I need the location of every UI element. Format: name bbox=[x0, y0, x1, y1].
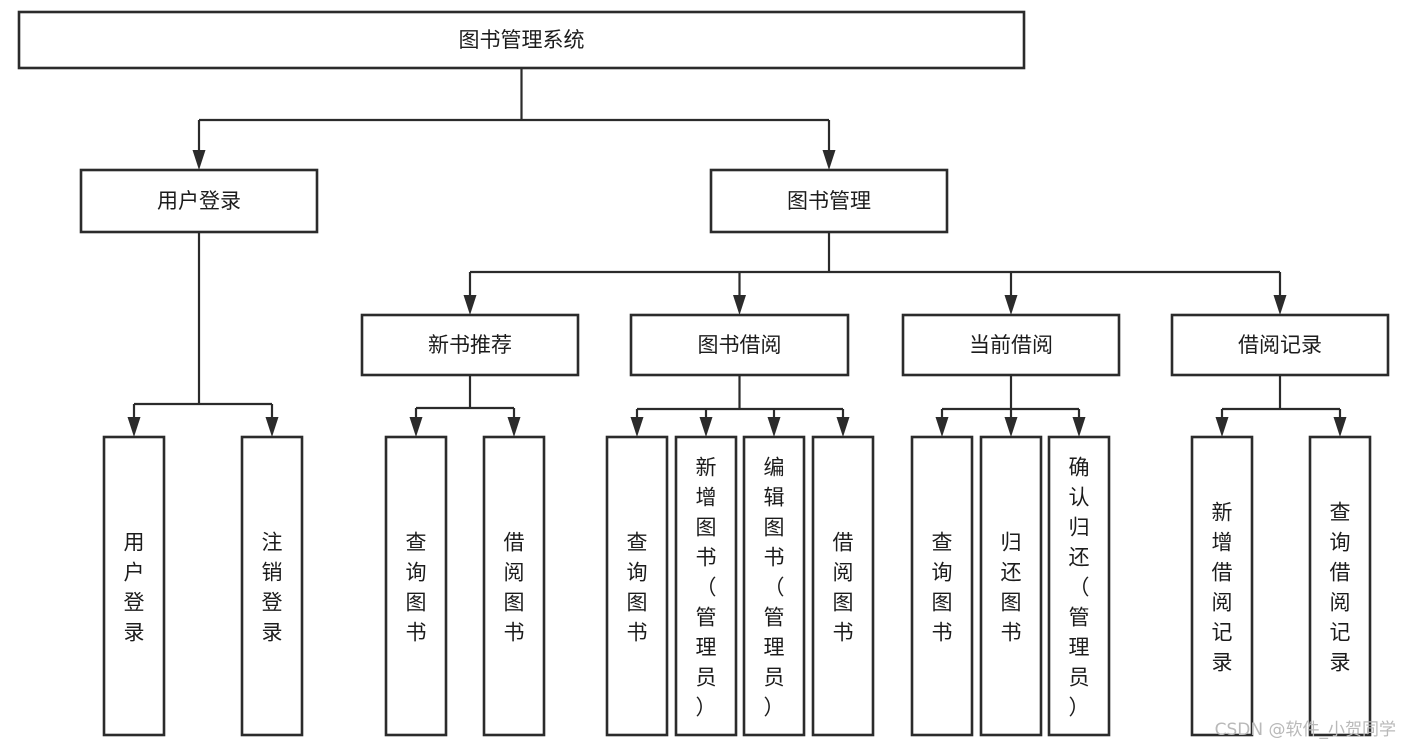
node-box-leaf-borrow-book bbox=[811, 435, 875, 737]
node-label-current-borrow: 当前借阅 bbox=[969, 333, 1053, 357]
node-box-book-manage bbox=[709, 168, 949, 234]
node-box-borrow-record bbox=[1170, 313, 1390, 377]
node-leaf-edit-book[interactable]: 编辑图书（管理员） bbox=[742, 435, 806, 737]
node-label-book-manage: 图书管理 bbox=[787, 189, 871, 213]
node-box-leaf-add-record bbox=[1190, 435, 1254, 737]
conn-new-book-rec-arrow-0 bbox=[409, 417, 423, 437]
node-label-user-login: 用户登录 bbox=[157, 189, 241, 213]
node-leaf-user-login[interactable]: 用户登录 bbox=[102, 435, 166, 737]
node-leaf-confirm-return[interactable]: 确认归还（管理员） bbox=[1047, 435, 1111, 737]
conn-book-borrow-arrow-2 bbox=[767, 417, 781, 437]
node-leaf-query-book-cur[interactable]: 查询图书 bbox=[910, 435, 974, 737]
node-label-leaf-add-record: 新增借阅记录 bbox=[1212, 500, 1233, 674]
csdn-watermark: CSDN @软件_小贺同学 bbox=[1215, 720, 1396, 740]
node-box-leaf-query-book-borrow bbox=[605, 435, 669, 737]
conn-user-login-arrow-1 bbox=[265, 417, 279, 437]
node-box-root bbox=[17, 10, 1026, 70]
conn-book-manage-arrow-3 bbox=[1273, 295, 1287, 315]
node-label-leaf-query-book-rec: 查询图书 bbox=[406, 530, 427, 644]
node-label-leaf-return-book: 归还图书 bbox=[1001, 530, 1022, 644]
node-leaf-add-book[interactable]: 新增图书（管理员） bbox=[674, 435, 738, 737]
conn-new-book-rec-arrow-1 bbox=[507, 417, 521, 437]
conn-root-arrow-0 bbox=[192, 150, 206, 170]
conn-current-borrow-arrow-1 bbox=[1004, 417, 1018, 437]
node-box-leaf-add-book bbox=[674, 435, 738, 737]
node-box-leaf-return-book bbox=[979, 435, 1043, 737]
node-label-leaf-query-record: 查询借阅记录 bbox=[1330, 500, 1351, 674]
node-label-leaf-query-book-borrow: 查询图书 bbox=[627, 530, 648, 644]
node-box-new-book-rec bbox=[360, 313, 580, 377]
conn-book-borrow-arrow-0 bbox=[630, 417, 644, 437]
node-leaf-query-book-rec[interactable]: 查询图书 bbox=[384, 435, 448, 737]
node-leaf-logout[interactable]: 注销登录 bbox=[240, 435, 304, 737]
node-box-leaf-query-record bbox=[1308, 435, 1372, 737]
node-label-leaf-user-login: 用户登录 bbox=[124, 530, 145, 644]
node-box-leaf-confirm-return bbox=[1047, 435, 1111, 737]
node-box-current-borrow bbox=[901, 313, 1121, 377]
node-box-user-login bbox=[79, 168, 319, 234]
node-root[interactable]: 图书管理系统 bbox=[17, 10, 1026, 70]
node-box-leaf-query-book-cur bbox=[910, 435, 974, 737]
node-label-leaf-confirm-return: 确认归还（管理员） bbox=[1069, 455, 1090, 719]
node-box-book-borrow bbox=[629, 313, 850, 377]
node-leaf-borrow-book[interactable]: 借阅图书 bbox=[811, 435, 875, 737]
conn-current-borrow-arrow-2 bbox=[1072, 417, 1086, 437]
node-box-leaf-edit-book bbox=[742, 435, 806, 737]
conn-book-borrow-arrow-1 bbox=[699, 417, 713, 437]
node-leaf-query-record[interactable]: 查询借阅记录 bbox=[1308, 435, 1372, 737]
node-label-borrow-record: 借阅记录 bbox=[1238, 333, 1322, 357]
node-current-borrow[interactable]: 当前借阅 bbox=[901, 313, 1121, 377]
node-new-book-rec[interactable]: 新书推荐 bbox=[360, 313, 580, 377]
conn-current-borrow-arrow-0 bbox=[935, 417, 949, 437]
node-label-root: 图书管理系统 bbox=[459, 28, 585, 52]
node-box-leaf-logout bbox=[240, 435, 304, 737]
node-layer: 图书管理系统用户登录图书管理新书推荐图书借阅当前借阅借阅记录用户登录注销登录查询… bbox=[17, 10, 1390, 737]
node-leaf-query-book-borrow[interactable]: 查询图书 bbox=[605, 435, 669, 737]
node-label-leaf-edit-book: 编辑图书（管理员） bbox=[764, 455, 785, 719]
conn-book-manage-arrow-2 bbox=[1004, 295, 1018, 315]
node-leaf-return-book[interactable]: 归还图书 bbox=[979, 435, 1043, 737]
node-leaf-borrow-book-rec[interactable]: 借阅图书 bbox=[482, 435, 546, 737]
conn-root-arrow-1 bbox=[822, 150, 836, 170]
node-label-leaf-borrow-book: 借阅图书 bbox=[833, 530, 854, 644]
node-box-leaf-user-login bbox=[102, 435, 166, 737]
node-user-login[interactable]: 用户登录 bbox=[79, 168, 319, 234]
connector-layer bbox=[127, 68, 1347, 437]
node-label-leaf-query-book-cur: 查询图书 bbox=[932, 530, 953, 644]
conn-borrow-record-arrow-1 bbox=[1333, 417, 1347, 437]
conn-book-borrow-arrow-3 bbox=[836, 417, 850, 437]
node-box-leaf-borrow-book-rec bbox=[482, 435, 546, 737]
conn-borrow-record-arrow-0 bbox=[1215, 417, 1229, 437]
node-label-new-book-rec: 新书推荐 bbox=[428, 333, 512, 357]
node-label-book-borrow: 图书借阅 bbox=[698, 333, 782, 357]
node-leaf-add-record[interactable]: 新增借阅记录 bbox=[1190, 435, 1254, 737]
conn-book-manage-arrow-0 bbox=[463, 295, 477, 315]
node-label-leaf-borrow-book-rec: 借阅图书 bbox=[504, 530, 525, 644]
node-book-borrow[interactable]: 图书借阅 bbox=[629, 313, 850, 377]
conn-user-login-arrow-0 bbox=[127, 417, 141, 437]
node-label-leaf-logout: 注销登录 bbox=[262, 530, 283, 644]
node-book-manage[interactable]: 图书管理 bbox=[709, 168, 949, 234]
node-box-leaf-query-book-rec bbox=[384, 435, 448, 737]
node-label-leaf-add-book: 新增图书（管理员） bbox=[696, 455, 717, 719]
node-borrow-record[interactable]: 借阅记录 bbox=[1170, 313, 1390, 377]
conn-book-manage-arrow-1 bbox=[733, 295, 746, 315]
